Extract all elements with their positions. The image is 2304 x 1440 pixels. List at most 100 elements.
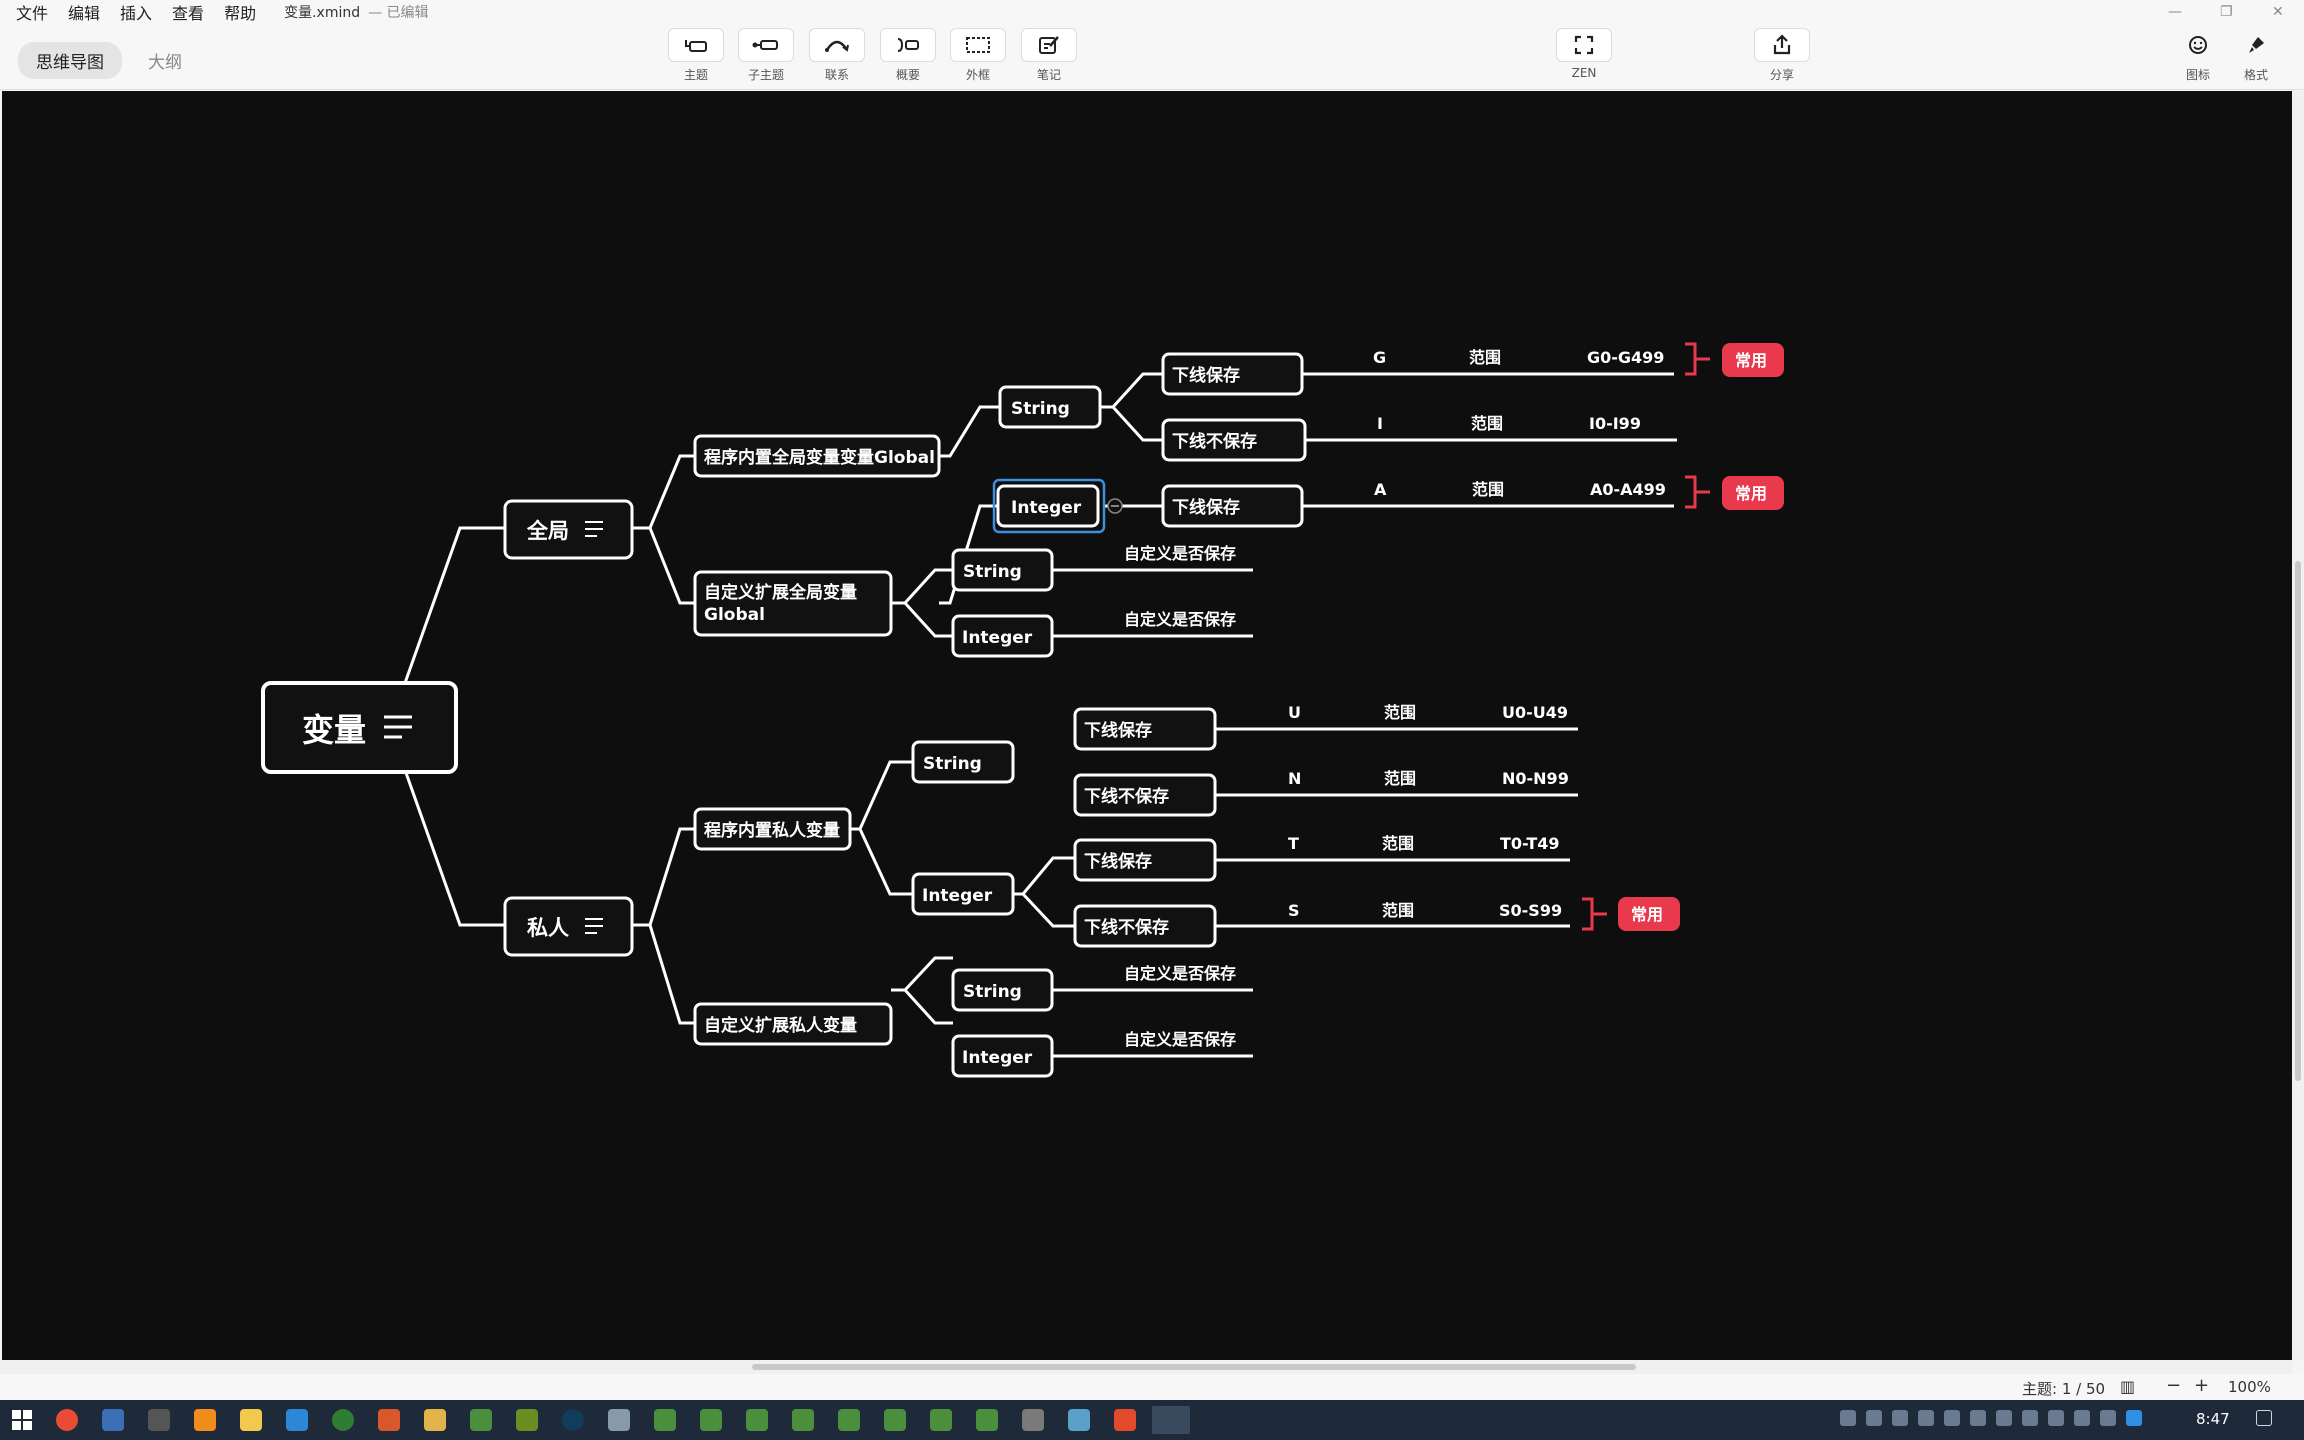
restore-icon[interactable]: ❐ xyxy=(2220,4,2233,20)
wifi-icon[interactable] xyxy=(2074,1410,2090,1426)
zen-button[interactable]: ZEN xyxy=(1554,28,1614,84)
app-icon[interactable] xyxy=(654,1409,676,1431)
map-view-icon[interactable]: ▥ xyxy=(2120,1377,2136,1396)
notes-icon xyxy=(384,715,412,739)
menu-file[interactable]: 文件 xyxy=(16,4,49,23)
private-integer-nosave-topic[interactable]: 下线不保存 xyxy=(1073,904,1217,948)
tray-icon[interactable] xyxy=(2022,1410,2038,1426)
private-custom-topic[interactable]: 自定义扩展私人变量 xyxy=(693,1002,893,1046)
vscode-icon[interactable] xyxy=(286,1409,308,1431)
xmind-taskbar-icon[interactable] xyxy=(1152,1406,1190,1434)
file-explorer-icon[interactable] xyxy=(424,1409,446,1431)
private-string-save-label: 下线保存 xyxy=(1084,720,1152,741)
app-icon[interactable] xyxy=(930,1409,952,1431)
private-topic[interactable]: 私人 xyxy=(503,896,634,957)
close-icon[interactable]: ✕ xyxy=(2272,4,2284,20)
global-string-save-topic[interactable]: 下线保存 xyxy=(1161,352,1304,396)
root-topic[interactable]: 变量 xyxy=(261,681,458,774)
common-tag[interactable]: 常用 xyxy=(1722,343,1784,377)
app-icon[interactable] xyxy=(562,1409,584,1431)
app-icon[interactable] xyxy=(148,1409,170,1431)
app-icon[interactable] xyxy=(332,1409,354,1431)
horizontal-scroll-thumb[interactable] xyxy=(752,1364,1636,1370)
app-icon[interactable] xyxy=(838,1409,860,1431)
topic-button[interactable]: 主题 xyxy=(666,28,726,84)
app-icon[interactable] xyxy=(608,1409,630,1431)
relation-button[interactable]: 联系 xyxy=(807,28,867,84)
menu-view[interactable]: 查看 xyxy=(172,4,205,23)
windows-start-icon[interactable] xyxy=(12,1410,32,1430)
icon-panel-button[interactable]: 图标 xyxy=(2168,28,2228,84)
menu-insert[interactable]: 插入 xyxy=(120,4,153,23)
global-integer-save-topic[interactable]: 下线保存 xyxy=(1161,484,1304,528)
tray-icon[interactable] xyxy=(1944,1410,1960,1426)
global-topic[interactable]: 全局 xyxy=(503,499,634,560)
private-builtin-topic[interactable]: 程序内置私人变量 xyxy=(693,807,852,851)
tray-icon[interactable] xyxy=(1840,1410,1856,1426)
app-icon[interactable] xyxy=(792,1409,814,1431)
tray-icon[interactable] xyxy=(1918,1410,1934,1426)
pen-app-icon[interactable] xyxy=(102,1409,124,1431)
zoom-level[interactable]: 100% xyxy=(2228,1378,2271,1396)
private-integer-save-topic[interactable]: 下线保存 xyxy=(1073,838,1217,882)
app-icon[interactable] xyxy=(746,1409,768,1431)
icon-panel-label: 图标 xyxy=(2185,68,2210,82)
private-string-save-topic[interactable]: 下线保存 xyxy=(1073,707,1217,751)
share-button[interactable]: 分享 xyxy=(1752,28,1812,84)
ime-icon[interactable] xyxy=(2100,1410,2116,1426)
app-icon[interactable] xyxy=(516,1409,538,1431)
private-builtin-string-topic[interactable]: String xyxy=(911,740,1015,784)
common-tag-label: 常用 xyxy=(1735,484,1767,503)
note-button[interactable]: 笔记 xyxy=(1019,28,1079,84)
global-custom-topic[interactable]: 自定义扩展全局变量 Global xyxy=(693,570,893,637)
app-icon[interactable] xyxy=(976,1409,998,1431)
app-icon[interactable] xyxy=(1068,1409,1090,1431)
app-icon[interactable] xyxy=(1022,1409,1044,1431)
boundary-button[interactable]: 外框 xyxy=(948,28,1008,84)
summary-button[interactable]: 概要 xyxy=(878,28,938,84)
app-icon[interactable] xyxy=(1114,1409,1136,1431)
vertical-scrollbar[interactable] xyxy=(2292,91,2304,1360)
tray-icon[interactable] xyxy=(1866,1410,1882,1426)
notification-icon[interactable] xyxy=(2256,1410,2272,1426)
tab-outline[interactable]: 大纲 xyxy=(148,53,182,73)
global-builtin-string-topic[interactable]: String xyxy=(998,385,1102,429)
subtopic-button[interactable]: 子主题 xyxy=(736,28,796,84)
app-icon[interactable] xyxy=(240,1409,262,1431)
common-tag[interactable]: 常用 xyxy=(1618,897,1680,931)
private-custom-integer-topic[interactable]: Integer xyxy=(951,1034,1054,1078)
global-string-nosave-topic[interactable]: 下线不保存 xyxy=(1161,418,1307,462)
private-string-save-range: U0-U49 xyxy=(1502,703,1568,722)
global-builtin-topic[interactable]: 程序内置全局变量变量Global xyxy=(693,434,941,478)
zoom-out-button[interactable]: − xyxy=(2166,1375,2182,1396)
private-builtin-integer-topic[interactable]: Integer xyxy=(911,872,1015,916)
minimize-icon[interactable]: — xyxy=(2168,4,2182,20)
tray-icon[interactable] xyxy=(1892,1410,1908,1426)
zoom-in-button[interactable]: + xyxy=(2194,1375,2210,1396)
global-builtin-integer-topic[interactable]: Integer xyxy=(992,478,1123,534)
app-icon[interactable] xyxy=(884,1409,906,1431)
tray-icon[interactable] xyxy=(1996,1410,2012,1426)
private-custom-string-topic[interactable]: String xyxy=(951,968,1054,1012)
app-icon[interactable] xyxy=(700,1409,722,1431)
chrome-icon[interactable] xyxy=(56,1409,78,1431)
global-custom-integer-topic[interactable]: Integer xyxy=(951,614,1054,658)
taskbar-clock[interactable]: 8:47 xyxy=(2196,1410,2230,1428)
private-string-nosave-topic[interactable]: 下线不保存 xyxy=(1073,773,1217,817)
vertical-scroll-thumb[interactable] xyxy=(2295,561,2301,1081)
tab-mindmap[interactable]: 思维导图 xyxy=(18,42,122,79)
app-icon[interactable] xyxy=(470,1409,492,1431)
mindmap-canvas[interactable]: 变量 全局 私人 程序内置全局变量变量Global String xyxy=(2,91,2292,1360)
app-icon[interactable] xyxy=(378,1409,400,1431)
vlc-icon[interactable] xyxy=(194,1409,216,1431)
global-custom-string-topic[interactable]: String xyxy=(951,548,1054,592)
volume-icon[interactable] xyxy=(2048,1410,2064,1426)
menu-help[interactable]: 帮助 xyxy=(224,4,257,23)
share-icon xyxy=(1754,28,1810,62)
menu-edit[interactable]: 编辑 xyxy=(68,4,101,23)
common-tag[interactable]: 常用 xyxy=(1722,476,1784,510)
qq-icon[interactable] xyxy=(2126,1410,2142,1426)
horizontal-scrollbar[interactable] xyxy=(0,1360,2292,1374)
format-panel-button[interactable]: 格式 xyxy=(2226,28,2286,84)
tray-icon[interactable] xyxy=(1970,1410,1986,1426)
